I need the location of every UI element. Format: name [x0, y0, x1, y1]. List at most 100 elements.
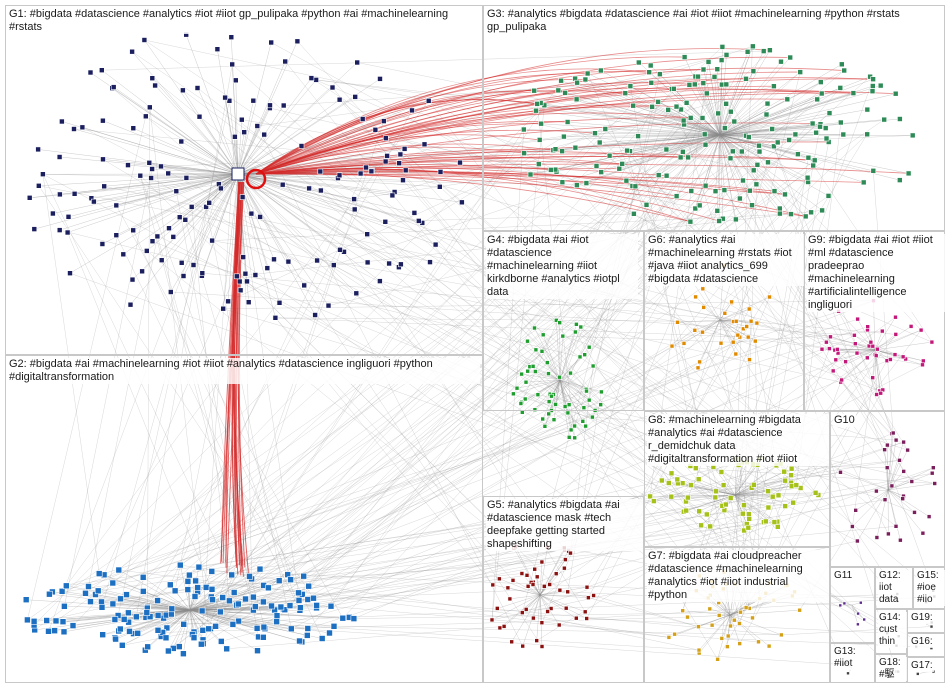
graph-node[interactable]: [771, 519, 778, 525]
graph-node[interactable]: [833, 357, 839, 363]
graph-node[interactable]: [663, 146, 670, 153]
graph-node[interactable]: [166, 225, 172, 231]
graph-node[interactable]: [126, 628, 133, 635]
graph-node[interactable]: [257, 214, 263, 220]
graph-node[interactable]: [897, 116, 903, 122]
graph-node[interactable]: [267, 102, 273, 109]
graph-node[interactable]: [733, 351, 739, 357]
graph-node[interactable]: [675, 319, 680, 325]
graph-node[interactable]: [562, 404, 568, 409]
graph-node[interactable]: [534, 638, 540, 643]
graph-node[interactable]: [723, 101, 729, 107]
graph-node[interactable]: [745, 134, 752, 140]
graph-node[interactable]: [228, 34, 235, 41]
graph-node[interactable]: [192, 577, 199, 585]
graph-node[interactable]: [71, 191, 78, 197]
graph-node[interactable]: [765, 159, 771, 166]
graph-node[interactable]: [651, 498, 657, 504]
graph-node[interactable]: [750, 68, 757, 74]
graph-node[interactable]: [817, 79, 824, 85]
graph-node[interactable]: [539, 559, 545, 565]
graph-node[interactable]: [57, 191, 63, 198]
graph-node[interactable]: [879, 328, 885, 334]
graph-node[interactable]: [134, 629, 141, 637]
graph-node[interactable]: [672, 631, 677, 637]
graph-node[interactable]: [553, 402, 558, 407]
graph-node[interactable]: [837, 119, 844, 126]
graph-node[interactable]: [24, 616, 31, 624]
graph-node[interactable]: [549, 393, 554, 399]
graph-node[interactable]: [889, 483, 895, 489]
graph-node[interactable]: [882, 447, 887, 453]
graph-node[interactable]: [541, 583, 547, 589]
graph-node[interactable]: [317, 168, 324, 175]
graph-node[interactable]: [45, 627, 52, 635]
graph-node[interactable]: [808, 209, 814, 216]
graph-node[interactable]: [745, 524, 752, 531]
graph-node[interactable]: [573, 329, 578, 335]
graph-node[interactable]: [239, 194, 246, 200]
graph-node[interactable]: [778, 58, 784, 65]
graph-node[interactable]: [205, 625, 212, 633]
graph-node[interactable]: [148, 175, 154, 181]
graph-node[interactable]: [680, 117, 687, 124]
graph-node[interactable]: [268, 39, 275, 46]
graph-node[interactable]: [688, 482, 694, 488]
graph-node[interactable]: [920, 530, 926, 536]
graph-node[interactable]: [842, 601, 847, 606]
graph-node[interactable]: [158, 163, 164, 170]
graph-node[interactable]: [885, 442, 890, 448]
graph-node[interactable]: [562, 565, 567, 571]
graph-node[interactable]: [139, 573, 147, 581]
graph-node[interactable]: [411, 210, 418, 216]
graph-node[interactable]: [909, 132, 916, 139]
graph-node[interactable]: [719, 44, 726, 50]
graph-node[interactable]: [763, 111, 770, 118]
graph-node[interactable]: [765, 488, 771, 495]
graph-node[interactable]: [530, 363, 536, 369]
graph-node[interactable]: [802, 213, 809, 220]
graph-node[interactable]: [741, 502, 747, 509]
graph-node[interactable]: [786, 137, 792, 143]
graph-node[interactable]: [572, 435, 578, 441]
graph-node[interactable]: [782, 191, 788, 198]
graph-node[interactable]: [901, 469, 907, 474]
graph-node[interactable]: [245, 299, 252, 306]
graph-node[interactable]: [722, 310, 728, 316]
graph-node[interactable]: [888, 357, 893, 362]
graph-node[interactable]: [584, 584, 590, 590]
graph-node[interactable]: [622, 90, 629, 96]
graph-node[interactable]: [154, 626, 162, 634]
graph-node[interactable]: [350, 615, 358, 622]
graph-node[interactable]: [886, 531, 891, 537]
graph-node[interactable]: [190, 634, 198, 642]
graph-node[interactable]: [99, 631, 106, 639]
graph-node[interactable]: [926, 514, 932, 519]
graph-node[interactable]: [259, 633, 267, 641]
graph-node[interactable]: [563, 605, 569, 611]
graph-node[interactable]: [551, 417, 557, 423]
graph-node[interactable]: [573, 615, 579, 621]
graph-node[interactable]: [737, 621, 742, 626]
graph-node[interactable]: [330, 622, 338, 630]
graph-node[interactable]: [534, 574, 540, 580]
graph-node[interactable]: [271, 256, 277, 263]
graph-node[interactable]: [738, 609, 743, 615]
graph-node[interactable]: [125, 609, 132, 617]
graph-node[interactable]: [900, 496, 906, 502]
graph-node[interactable]: [884, 465, 890, 471]
graph-node[interactable]: [539, 644, 545, 649]
graph-node[interactable]: [336, 172, 343, 179]
graph-node[interactable]: [94, 587, 102, 595]
graph-node[interactable]: [746, 187, 753, 194]
graph-node[interactable]: [795, 151, 801, 157]
graph-node[interactable]: [565, 410, 571, 416]
graph-node[interactable]: [129, 48, 135, 55]
graph-node[interactable]: [490, 582, 496, 588]
graph-node[interactable]: [240, 254, 246, 260]
graph-node[interactable]: [743, 76, 749, 82]
graph-node[interactable]: [35, 183, 42, 189]
graph-node[interactable]: [218, 185, 224, 192]
graph-node[interactable]: [574, 79, 580, 86]
graph-node[interactable]: [218, 638, 225, 645]
